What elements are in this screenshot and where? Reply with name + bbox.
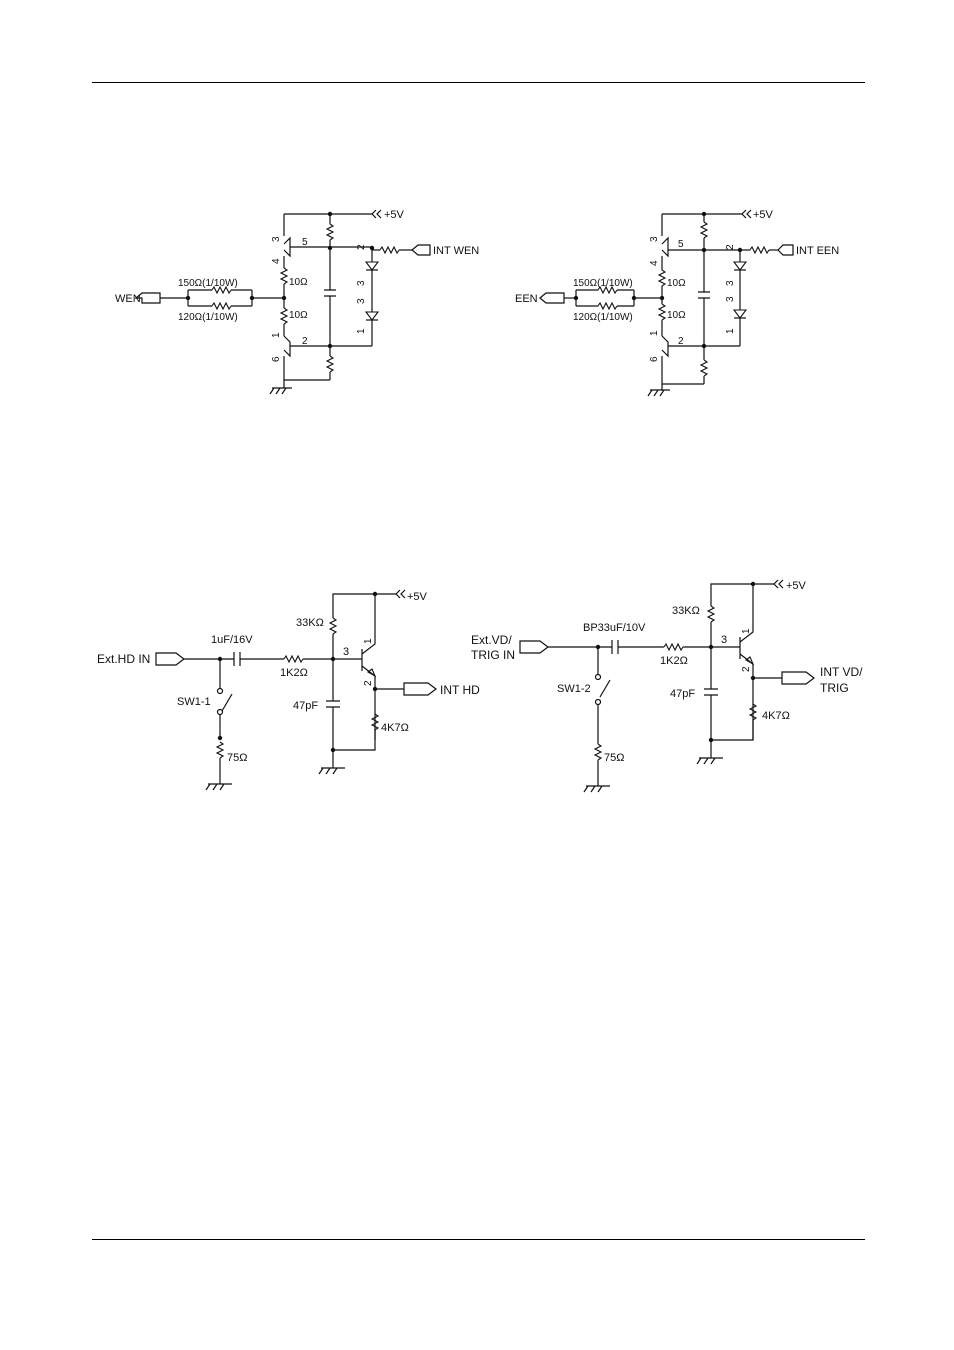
svg-text:4: 4 xyxy=(271,258,282,264)
svg-text:3: 3 xyxy=(725,296,736,302)
svg-text:4: 4 xyxy=(649,260,660,266)
svg-text:2: 2 xyxy=(741,666,752,672)
vd-supply-label: +5V xyxy=(786,580,807,592)
vd-r-pullup-label: 33KΩ xyxy=(672,605,700,617)
een-supply-label: +5V xyxy=(753,209,774,221)
svg-text:3: 3 xyxy=(271,236,282,242)
een-input-label: EEN xyxy=(515,293,538,305)
vd-cap-small-label: 47pF xyxy=(670,688,695,700)
wen-output-label: INT WEN xyxy=(433,245,479,257)
wen-r-b-label: 10Ω xyxy=(289,310,308,321)
hd-supply-label: +5V xyxy=(407,591,428,603)
svg-text:3: 3 xyxy=(649,236,660,242)
wen-input-label: WEN xyxy=(115,293,141,305)
vd-r-emitter-label: 4K7Ω xyxy=(762,710,790,722)
circuit-wen: +5V INT WEN 10Ω 10Ω xyxy=(115,209,479,394)
circuit-hd: Ext.HD IN 1uF/16V 1K2Ω 33KΩ +5V xyxy=(97,590,480,790)
wen-r-a-label: 10Ω xyxy=(289,277,308,288)
hd-r-emitter-label: 4K7Ω xyxy=(381,722,409,734)
een-r-top-label: 150Ω(1/10W) xyxy=(573,278,633,289)
hd-switch-label: SW1-1 xyxy=(177,696,211,708)
svg-text:6: 6 xyxy=(271,356,282,362)
svg-text:3: 3 xyxy=(725,280,736,286)
vd-input-label-2: TRIG IN xyxy=(471,648,515,662)
svg-text:2: 2 xyxy=(302,336,308,347)
svg-text:1: 1 xyxy=(725,328,736,334)
hd-r-pullup-label: 33KΩ xyxy=(296,617,324,629)
vd-output-label-1: INT VD/ xyxy=(820,665,863,679)
wen-supply-label: +5V xyxy=(384,209,405,221)
svg-text:3: 3 xyxy=(343,646,349,658)
wen-r-bottom-label: 120Ω(1/10W) xyxy=(178,312,238,323)
vd-r-series-label: 1K2Ω xyxy=(660,655,688,667)
hd-cap-label: 1uF/16V xyxy=(211,634,253,646)
een-output-label: INT EEN xyxy=(796,245,839,257)
svg-text:2: 2 xyxy=(363,680,374,686)
een-r-bottom-label: 120Ω(1/10W) xyxy=(573,312,633,323)
hd-r-series-label: 1K2Ω xyxy=(280,667,308,679)
hd-r-term-label: 75Ω xyxy=(227,752,247,764)
circuit-een: +5V INT EEN 10Ω 10Ω xyxy=(515,209,839,396)
vd-r-term-label: 75Ω xyxy=(604,752,624,764)
svg-text:2: 2 xyxy=(678,336,684,347)
vd-input-label-1: Ext.VD/ xyxy=(471,633,512,647)
hd-cap-small-label: 47pF xyxy=(293,700,318,712)
svg-text:1: 1 xyxy=(271,332,282,338)
circuit-vd: Ext.VD/ TRIG IN BP33uF/10V 1K2Ω 33KΩ +5V xyxy=(471,580,863,792)
hd-input-label: Ext.HD IN xyxy=(97,652,150,666)
hd-output-label: INT HD xyxy=(440,683,480,697)
svg-text:3: 3 xyxy=(721,634,727,646)
een-r-b-label: 10Ω xyxy=(667,310,686,321)
svg-text:1: 1 xyxy=(741,628,752,634)
svg-text:6: 6 xyxy=(649,356,660,362)
svg-text:1: 1 xyxy=(363,638,374,644)
een-r-a-label: 10Ω xyxy=(667,278,686,289)
svg-text:5: 5 xyxy=(302,237,308,248)
vd-output-label-2: TRIG xyxy=(820,681,849,695)
svg-text:3: 3 xyxy=(356,298,367,304)
svg-text:1: 1 xyxy=(649,330,660,336)
svg-text:5: 5 xyxy=(678,239,684,250)
svg-text:3: 3 xyxy=(356,280,367,286)
svg-text:2: 2 xyxy=(725,244,736,250)
svg-text:2: 2 xyxy=(356,244,367,250)
vd-cap-label: BP33uF/10V xyxy=(583,622,646,634)
svg-text:1: 1 xyxy=(356,328,367,334)
wen-r-top-label: 150Ω(1/10W) xyxy=(178,278,238,289)
vd-switch-label: SW1-2 xyxy=(557,683,591,695)
